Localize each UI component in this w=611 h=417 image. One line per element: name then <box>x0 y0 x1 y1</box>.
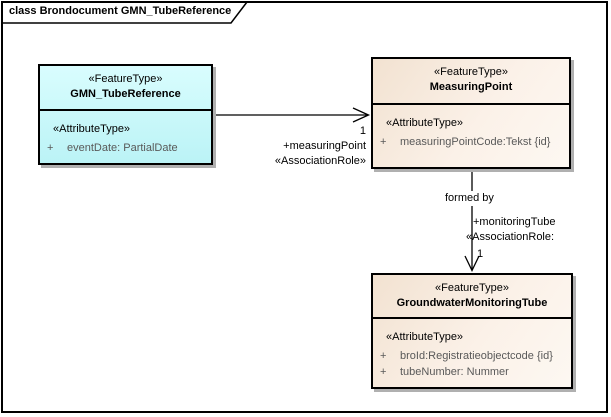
class-stereotype: «FeatureType» <box>88 73 163 85</box>
attribute-text: measuringPointCode:Tekst {id} <box>400 136 551 148</box>
attribute-text: eventDate: PartialDate <box>67 142 178 154</box>
attribute-text: tubeNumber: Nummer <box>400 366 509 378</box>
attribute-row[interactable]: + broId:Registratieobjectcode {id} <box>373 348 569 364</box>
class-attribute-compartment: «AttributeType» + measuringPointCode:Tek… <box>373 105 569 150</box>
association-stereotype: «AssociationRole: <box>466 231 555 243</box>
attribute-text: broId:Registratieobjectcode {id} <box>400 350 553 362</box>
class-attribute-compartment: «AttributeType» + broId:Registratieobjec… <box>373 319 571 380</box>
attribute-visibility: + <box>380 136 387 148</box>
association-name: formed by <box>442 191 497 206</box>
attribute-visibility: + <box>47 142 54 154</box>
attribute-row[interactable]: + tubeNumber: Nummer <box>373 364 569 380</box>
association-stereotype: «AssociationRole» <box>274 155 366 167</box>
attribute-row[interactable]: + eventDate: PartialDate <box>40 140 209 156</box>
class-attribute-compartment: «AttributeType» + eventDate: PartialDate <box>40 111 211 156</box>
class-header: «FeatureType» GMN_TubeReference <box>40 66 211 111</box>
class-box-gmn-tubereference[interactable]: «FeatureType» GMN_TubeReference «Attribu… <box>38 64 213 165</box>
class-name: GMN_TubeReference <box>70 88 181 100</box>
association-measuringpoint-to-tube[interactable] <box>464 171 480 272</box>
attribute-visibility: + <box>380 366 387 378</box>
attribute-stereotype: «AttributeType» <box>386 331 464 343</box>
class-name: MeasuringPoint <box>429 81 513 93</box>
frame-title: class Brondocument GMN_TubeReference <box>9 5 232 17</box>
class-stereotype: «FeatureType» <box>435 282 509 294</box>
class-header: «FeatureType» MeasuringPoint <box>373 59 569 105</box>
target-multiplicity: 1 <box>359 125 366 137</box>
association-gmn-to-measuringpoint[interactable] <box>213 107 371 123</box>
attribute-stereotype: «AttributeType» <box>386 117 464 129</box>
open-arrowhead-right-icon <box>352 107 371 123</box>
target-role: +monitoringTube <box>473 216 556 228</box>
attribute-visibility: + <box>380 350 387 362</box>
target-role: +measuringPoint <box>283 140 366 152</box>
frame-tab-edge <box>2 1 248 24</box>
open-arrowhead-down-icon <box>464 255 480 272</box>
attribute-stereotype: «AttributeType» <box>53 123 131 135</box>
association-labels-measuringpoint: 1 +measuringPoint «AssociationRole» <box>275 124 366 169</box>
class-name: GroundwaterMonitoringTube <box>396 297 548 309</box>
class-stereotype: «FeatureType» <box>434 66 508 78</box>
target-multiplicity: 1 <box>477 248 484 260</box>
class-header: «FeatureType» GroundwaterMonitoringTube <box>373 275 571 319</box>
attribute-row[interactable]: + measuringPointCode:Tekst {id} <box>373 134 567 150</box>
class-box-groundwatermonitoringtube[interactable]: «FeatureType» GroundwaterMonitoringTube … <box>371 273 573 389</box>
class-box-measuringpoint[interactable]: «FeatureType» MeasuringPoint «AttributeT… <box>371 57 571 169</box>
